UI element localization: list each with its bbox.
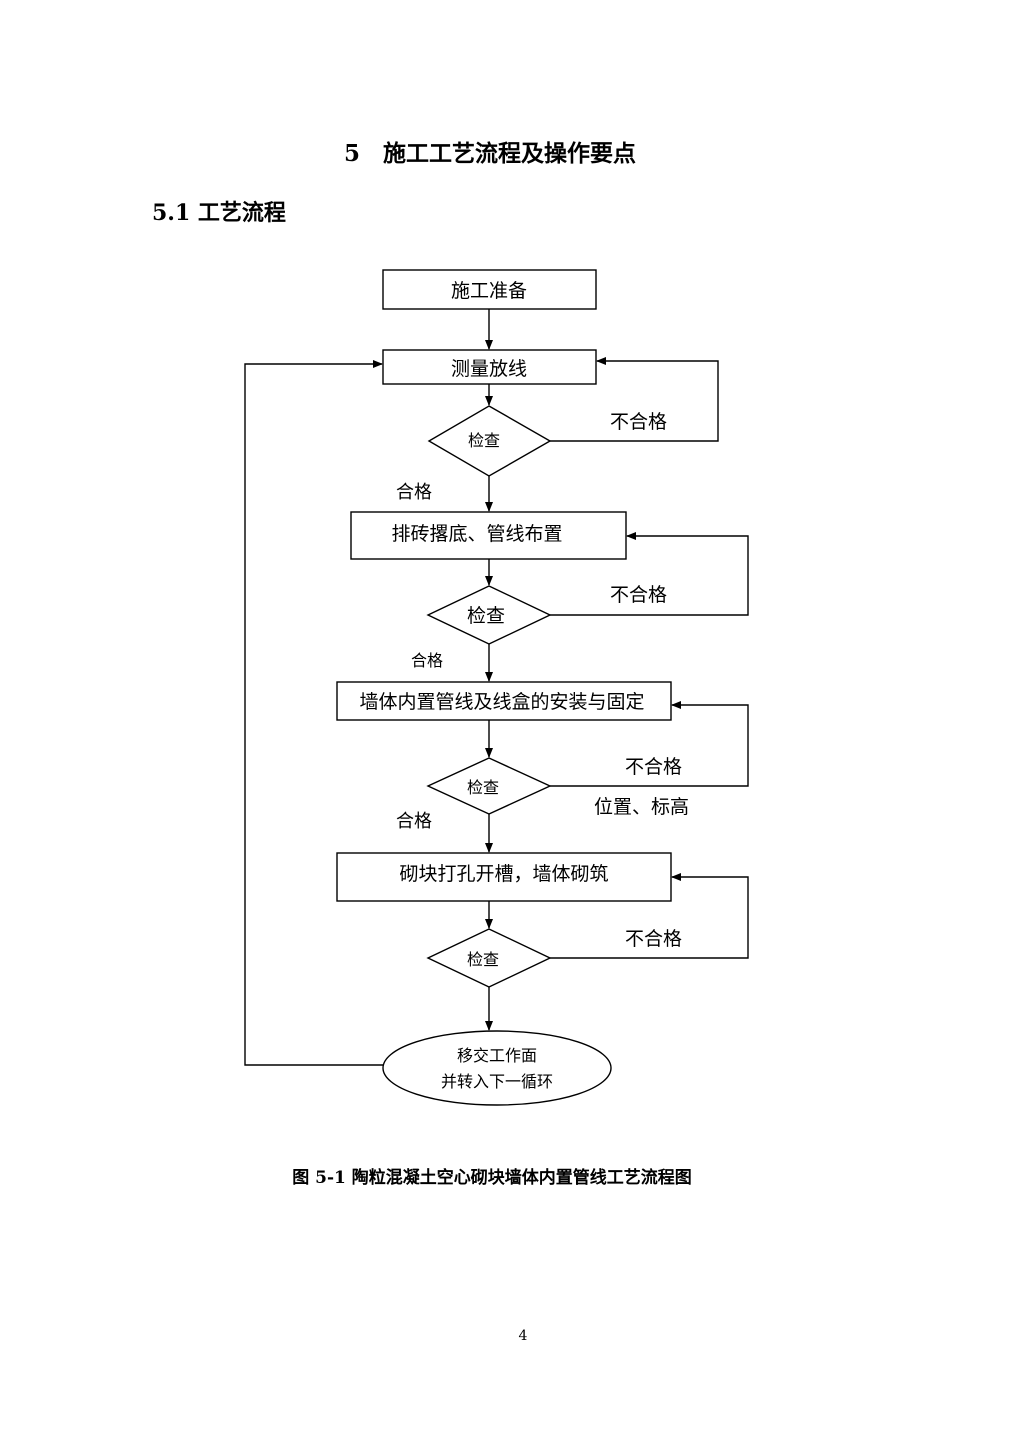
step-text-layout: 排砖撂底、管线布置	[391, 523, 562, 545]
pass-label-2: 合格	[411, 651, 443, 670]
subsection-heading: 5.1 工艺流程	[152, 200, 286, 226]
fail-note: 位置、标高	[594, 796, 689, 818]
pass-label-1: 合格	[396, 482, 432, 503]
fail-loop-4	[550, 873, 749, 959]
fail-loop-1	[550, 357, 719, 442]
page-number: 4	[518, 1328, 528, 1344]
check-label-1: 检查	[468, 431, 500, 450]
process-flowchart: 施工准备 测量放线 排砖撂底、管线布置 墙体内置管线及线盒的安装与固定 砌块打孔…	[244, 269, 749, 1106]
section-heading: 5 施工工艺流程及操作要点	[343, 140, 636, 167]
fail-loop-3	[550, 701, 749, 787]
figure-caption: 图 5-1 陶粒混凝土空心砌块墙体内置管线工艺流程图	[292, 1168, 692, 1188]
pass-label-3: 合格	[396, 811, 432, 832]
fail-label-2: 不合格	[610, 584, 667, 606]
check-label-3: 检查	[467, 778, 499, 797]
step-text-survey: 测量放线	[451, 358, 527, 380]
fail-label-1: 不合格	[610, 411, 667, 433]
check-label-4: 检查	[467, 950, 499, 969]
step-text-masonry: 砌块打孔开槽，墙体砌筑	[399, 863, 608, 885]
end-text-line2: 并转入下一循环	[441, 1072, 553, 1091]
end-ellipse	[382, 1030, 612, 1106]
fail-label-3: 不合格	[625, 756, 682, 778]
step-text-prepare: 施工准备	[451, 280, 527, 302]
end-text-line1: 移交工作面	[457, 1046, 537, 1065]
fail-loop-2	[550, 532, 749, 616]
fail-label-4: 不合格	[625, 928, 682, 950]
check-label-2: 检查	[467, 605, 505, 627]
step-text-install: 墙体内置管线及线盒的安装与固定	[359, 691, 644, 713]
cycle-loop	[244, 360, 383, 1066]
